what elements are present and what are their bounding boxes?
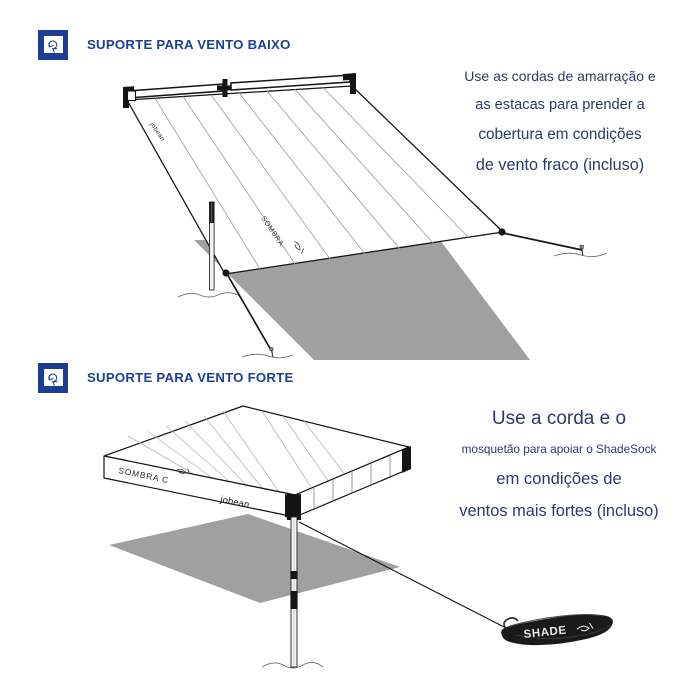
telescopic-pole xyxy=(290,516,298,668)
recycle-refresh-badge-icon xyxy=(38,30,68,60)
section-title-strong-wind: SUPORTE PARA VENTO FORTE xyxy=(87,370,294,386)
caption-line: Use as cordas de amarração e xyxy=(464,68,656,84)
canopy-fabric-panel xyxy=(126,85,504,275)
corner-bracket-right xyxy=(402,446,411,473)
caption-low-wind: Use as cordas de amarração e as estacas … xyxy=(432,62,688,181)
pole-junction-clamp xyxy=(287,494,301,520)
ground-stake-left xyxy=(241,346,294,359)
caption-line: em condições de xyxy=(496,469,622,488)
corner-bracket-left xyxy=(123,86,137,108)
ground-line-pole xyxy=(177,292,241,298)
guy-rope-right xyxy=(498,228,583,251)
caption-line: ventos mais fortes (incluso) xyxy=(459,502,659,520)
section-header-low-wind: SUPORTE PARA VENTO BAIXO xyxy=(38,30,291,60)
strong-wind-canopy-diagram: SOMBRA C jobean xyxy=(103,405,613,669)
corner-bracket-right xyxy=(343,73,356,94)
bag-label: SHADE xyxy=(523,625,567,641)
guy-rope-left xyxy=(222,269,272,351)
canopy-right-face-ribs xyxy=(313,455,391,509)
caption-line: cobertura em condições xyxy=(478,126,642,143)
shade-sock-weight-bag: SHADE xyxy=(501,613,613,646)
ground-shadow xyxy=(194,240,530,360)
vertical-pole xyxy=(209,201,215,291)
caption-line: mosquetão para apoiar o ShadeSock xyxy=(461,442,657,456)
low-wind-canopy-diagram: jobean SOMBRA xyxy=(123,73,608,360)
section-title-low-wind: SUPORTE PARA VENTO BAIXO xyxy=(87,37,291,53)
section-header-strong-wind: SUPORTE PARA VENTO FORTE xyxy=(38,363,294,393)
tension-rope xyxy=(298,521,513,632)
caption-line: as estacas para prender a xyxy=(475,97,645,113)
cross-connector xyxy=(217,79,233,97)
caption-line: Use a corda e o xyxy=(491,408,627,429)
caption-line: de vento fraco (incluso) xyxy=(475,156,645,174)
canopy-seam-lines xyxy=(127,410,348,493)
sombra-logo-mark xyxy=(175,468,191,475)
canopy-seam-lines xyxy=(154,87,470,270)
ground-stake-right xyxy=(553,244,608,258)
ground-shadow xyxy=(109,514,400,603)
recycle-refresh-badge-icon xyxy=(38,363,68,393)
ground-line-pole xyxy=(261,662,324,669)
sombra-logo-mark xyxy=(294,241,305,254)
caption-strong-wind: Use a corda e o mosquetão para apoiar o … xyxy=(428,402,690,527)
